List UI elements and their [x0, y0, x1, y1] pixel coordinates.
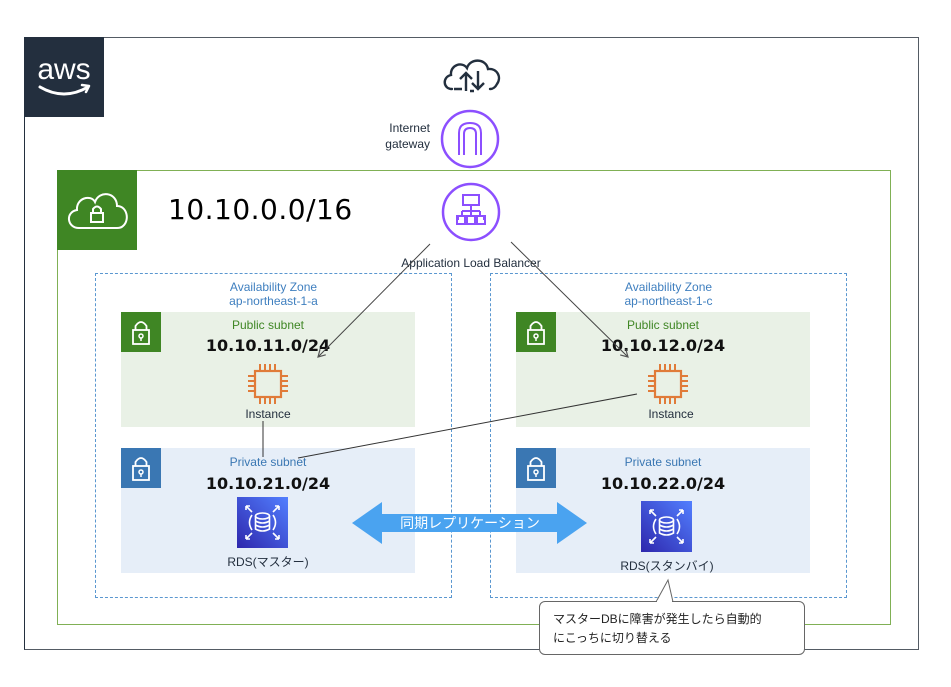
internet-gateway-label-line1: Internet: [389, 121, 430, 135]
instance-label: Instance: [648, 407, 694, 421]
alb-to-instance-c-arrow: [510, 241, 629, 358]
aws-logo: aws: [24, 37, 104, 117]
replication-label: 同期レプリケーション: [400, 515, 540, 531]
failover-callout: マスターDBに障害が発生したら自動的 にこっちに切り替える: [539, 601, 805, 655]
instance-c-to-private-a-line: [297, 393, 638, 459]
private-subnet-cidr: 10.10.22.0/24: [600, 474, 726, 493]
public-subnet-cidr: 10.10.12.0/24: [600, 336, 726, 355]
application-load-balancer-icon[interactable]: [441, 182, 501, 242]
instance-label: Instance: [245, 407, 291, 421]
callout-pointer: [655, 578, 674, 603]
availability-zone-a: Availability Zone ap-northeast-1-a: [95, 273, 452, 598]
rds-standby-icon[interactable]: [641, 501, 692, 552]
internet-gateway-label-line2: gateway: [385, 137, 430, 151]
az-title: Availability Zone: [624, 280, 713, 294]
ec2-instance-icon[interactable]: [243, 359, 293, 409]
private-subnet-a: Private subnet 10.10.21.0/24 RDS(マスター): [121, 448, 415, 573]
replication-double-arrow: [352, 502, 587, 544]
public-subnet-title: Public subnet: [626, 318, 700, 332]
public-subnet-a: Public subnet 10.10.11.0/24 Instance: [121, 312, 415, 427]
internet-gateway-label: Internet gateway: [370, 120, 430, 152]
rds-master-label: RDS(マスター): [227, 555, 309, 569]
vpc-cidr: 10.10.0.0/16: [168, 193, 353, 226]
public-subnet-cidr: 10.10.11.0/24: [205, 336, 331, 355]
load-balancer-label: Application Load Balancer: [401, 256, 541, 270]
az-name: ap-northeast-1-c: [624, 294, 713, 308]
cloud-upload-download-icon: [443, 59, 501, 93]
alb-to-instance-a-arrow: [317, 243, 431, 358]
az-label: Availability Zone ap-northeast-1-a: [96, 280, 451, 308]
svg-text:aws: aws: [37, 53, 90, 86]
callout-line2: にこっちに切り替える: [553, 631, 672, 645]
rds-master-icon[interactable]: [237, 497, 288, 548]
az-name: ap-northeast-1-a: [229, 294, 318, 308]
public-subnet-title: Public subnet: [231, 318, 305, 332]
vpc-cloud-lock-icon: [68, 193, 128, 229]
aws-cloud-boundary: [24, 37, 919, 650]
private-subnet-lock-icon: [121, 448, 161, 488]
public-subnet-lock-icon: [516, 312, 556, 352]
aws-logo-icon: aws: [37, 53, 91, 96]
public-subnet-lock-icon: [121, 312, 161, 352]
internet-gateway-icon[interactable]: [440, 109, 500, 169]
az-title: Availability Zone: [229, 280, 318, 294]
az-label: Availability Zone ap-northeast-1-c: [491, 280, 846, 308]
private-subnet-lock-icon: [516, 448, 556, 488]
private-subnet-title: Private subnet: [624, 455, 702, 469]
callout-line1: マスターDBに障害が発生したら自動的: [553, 612, 762, 626]
rds-standby-label: RDS(スタンバイ): [620, 559, 714, 573]
private-subnet-cidr: 10.10.21.0/24: [205, 474, 331, 493]
vpc-icon: [57, 170, 137, 250]
ec2-instance-icon[interactable]: [643, 359, 693, 409]
private-subnet-title: Private subnet: [229, 455, 307, 469]
vpc-boundary: [57, 170, 891, 625]
